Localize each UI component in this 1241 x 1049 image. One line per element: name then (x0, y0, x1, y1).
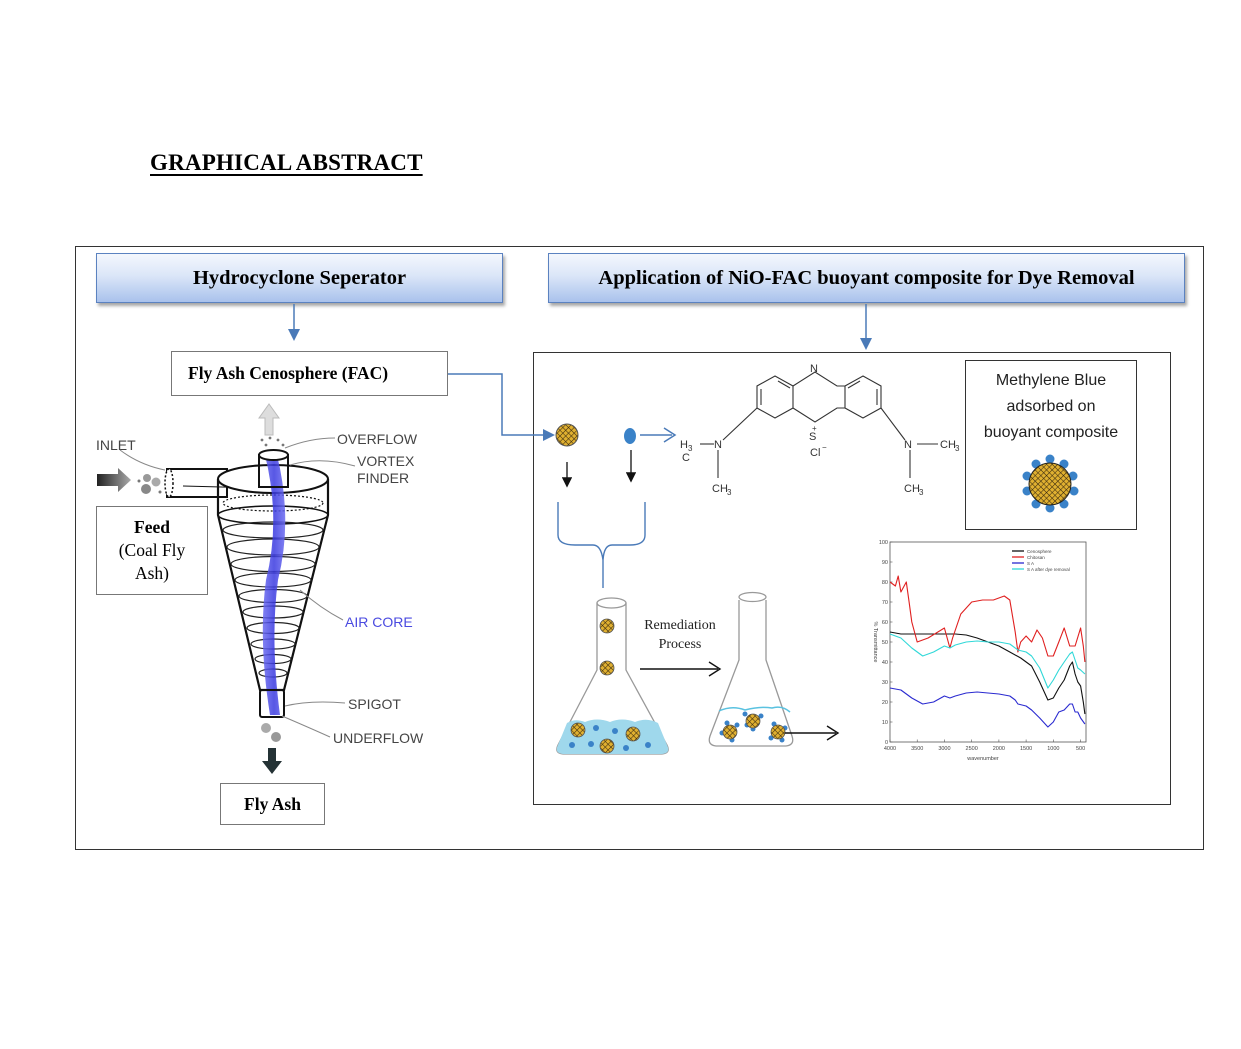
y-tick-label: 30 (882, 680, 888, 686)
y-tick-label: 90 (882, 560, 888, 566)
atom-ch3-right: CH (940, 439, 956, 451)
remediation-label: Remediation Process (640, 616, 720, 654)
mb-line-2: adsorbed on (1006, 398, 1096, 415)
vortex-finder-label-1: VORTEX (357, 453, 415, 469)
mb-line-3: buoyant composite (983, 424, 1119, 441)
y-tick-label: 40 (882, 660, 888, 666)
inlet-label: INLET (96, 437, 136, 453)
flask-before (556, 597, 669, 755)
series-line-s-a (889, 687, 1086, 728)
fac-box: Fly Ash Cenosphere (FAC) (171, 351, 448, 396)
y-tick-label: 0 (885, 740, 888, 746)
adsorbed-composite-icon (1022, 454, 1079, 513)
composite-particle-icon (555, 423, 579, 447)
hydrocyclone-illustration (97, 403, 356, 774)
x-tick-label: 3500 (911, 746, 923, 752)
underflow-label: UNDERFLOW (333, 730, 424, 746)
legend-label: S A (1027, 561, 1034, 566)
sub-3: 3 (919, 488, 924, 497)
y-tick-label: 60 (882, 620, 888, 626)
y-tick-label: 80 (882, 580, 888, 586)
charge-plus: + (812, 424, 817, 433)
flow-arrows (288, 304, 872, 441)
feed-line-2: Ash) (134, 563, 170, 583)
abstract-title: GRAPHICAL ABSTRACT (150, 150, 423, 175)
x-tick-label: 4000 (884, 746, 896, 752)
feed-box: Feed (Coal Fly Ash) (96, 506, 208, 595)
atom-c-left: C (682, 452, 690, 464)
legend-label: Cenosphere (1027, 549, 1052, 554)
atom-n-right: N (904, 439, 912, 451)
y-tick-label: 100 (879, 540, 888, 546)
overflow-label: OVERFLOW (337, 431, 418, 447)
sub-3: 3 (955, 444, 960, 453)
x-tick-label: 2500 (966, 746, 978, 752)
legend-label: S A after dye removal (1027, 567, 1070, 572)
x-axis-label: wavenumber (966, 756, 999, 762)
overflow-arrow-icon (258, 403, 280, 436)
outer-frame (75, 246, 1204, 850)
methylene-blue-label: Methylene Blue adsorbed on buoyant compo… (966, 368, 1136, 446)
inlet-arrow-icon (97, 468, 131, 492)
x-tick-label: 1000 (1047, 746, 1059, 752)
x-tick-label: 500 (1076, 746, 1085, 752)
feed-line-1: (Coal Fly (118, 540, 186, 560)
methylene-blue-molecule (700, 371, 938, 478)
spigot-label: SPIGOT (348, 696, 401, 712)
y-tick-label: 50 (882, 640, 888, 646)
air-core-label: AIR CORE (345, 614, 413, 630)
sub-3: 3 (688, 444, 693, 453)
series-line-s-a-after-dye-removal (889, 633, 1086, 689)
air-core (262, 455, 286, 715)
y-axis-label: % Transmittance (872, 622, 878, 663)
atom-h3-left: H (680, 439, 688, 451)
dye-particle-icon (624, 428, 636, 444)
application-frame (533, 352, 1171, 805)
mb-line-1: Methylene Blue (995, 372, 1107, 389)
y-axis: 0 10 20 30 40 50 60 70 80 90 100 (879, 540, 893, 746)
y-tick-label: 10 (882, 720, 888, 726)
mixing-bracket (557, 502, 646, 588)
arrow-fac-to-composite (448, 373, 555, 441)
application-header: Application of NiO-FAC buoyant composite… (548, 253, 1185, 303)
fly-ash-box: Fly Ash (220, 783, 325, 825)
x-tick-label: 1500 (1020, 746, 1032, 752)
atom-ch3-lower-left: CH (712, 483, 728, 495)
charge-minus: − (822, 443, 827, 452)
vortex-finder-label-2: FINDER (357, 470, 410, 486)
x-tick-label: 2000 (993, 746, 1005, 752)
series-line-chitosan (889, 575, 1086, 663)
ftir-chart: 0 10 20 30 40 50 60 70 80 90 100 4000 3500 3000 2500 2… (872, 540, 1087, 762)
atom-n-left: N (714, 439, 722, 451)
y-tick-label: 20 (882, 700, 888, 706)
feed-title: Feed (134, 517, 170, 537)
remediation-line-2: Process (658, 637, 702, 652)
flask-after (708, 591, 794, 747)
atom-n-top: N (810, 363, 818, 375)
remediation-line-1: Remediation (644, 618, 716, 633)
sub-3: 3 (727, 488, 732, 497)
molecule-atom-labels: N S + Cl − N N H 3 C CH 3 CH 3 CH 3 (680, 363, 960, 497)
chart-series (889, 575, 1086, 728)
atom-cl: Cl (810, 447, 820, 459)
methylene-blue-box (965, 360, 1137, 530)
hydrocyclone-header: Hydrocyclone Seperator (96, 253, 503, 303)
legend-label: Chitosan (1027, 555, 1045, 560)
x-tick-label: 3000 (938, 746, 950, 752)
underflow-arrow-icon (262, 748, 282, 774)
atom-ch3-lower-right: CH (904, 483, 920, 495)
atom-s: S (809, 431, 816, 443)
y-tick-label: 70 (882, 600, 888, 606)
x-axis: 4000 3500 3000 2500 2000 1500 1000 500 (884, 739, 1085, 752)
